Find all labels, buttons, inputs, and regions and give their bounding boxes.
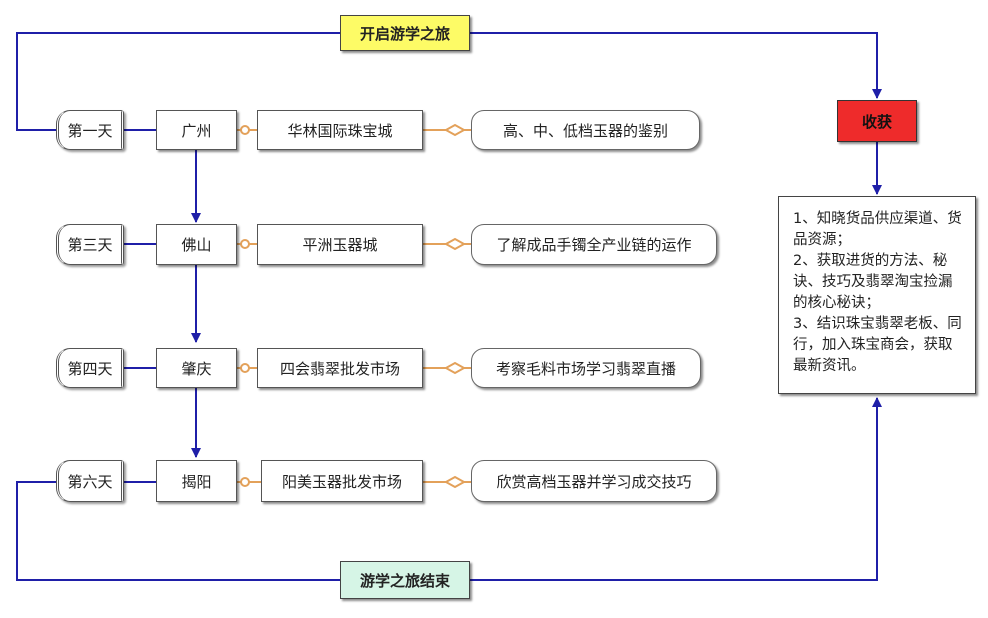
harvest-item: 3、结识珠宝翡翠老板、同行，加入珠宝商会，获取最新资讯。 (793, 316, 962, 374)
venue-box: 华林国际珠宝城 (257, 110, 423, 150)
activity-box: 高、中、低档玉器的鉴别 (471, 110, 700, 150)
day-label: 第一天 (56, 110, 124, 150)
activity-box: 了解成品手镯全产业链的运作 (471, 224, 717, 265)
day-label: 第六天 (56, 460, 124, 502)
city-box: 佛山 (156, 224, 237, 265)
day-label: 第三天 (56, 224, 124, 265)
harvest-box: 收获 (837, 100, 917, 142)
start-box: 开启游学之旅 (340, 15, 470, 51)
city-box: 揭阳 (156, 460, 237, 502)
venue-box: 平洲玉器城 (257, 224, 423, 265)
harvest-item: 1、知晓货品供应渠道、货品资源； (793, 211, 962, 248)
venue-box: 四会翡翠批发市场 (257, 348, 423, 388)
end-box: 游学之旅结束 (340, 561, 470, 599)
venue-box: 阳美玉器批发市场 (261, 460, 423, 502)
activity-box: 考察毛料市场学习翡翠直播 (471, 348, 701, 388)
city-box: 肇庆 (156, 348, 237, 388)
city-box: 广州 (156, 110, 237, 150)
day-label: 第四天 (56, 348, 124, 388)
activity-box: 欣赏高档玉器并学习成交技巧 (471, 460, 717, 502)
harvest-notes: 1、知晓货品供应渠道、货品资源； 2、获取进货的方法、秘诀、技巧及翡翠淘宝捡漏的… (778, 196, 976, 394)
harvest-item: 2、获取进货的方法、秘诀、技巧及翡翠淘宝捡漏的核心秘诀； (793, 253, 953, 311)
